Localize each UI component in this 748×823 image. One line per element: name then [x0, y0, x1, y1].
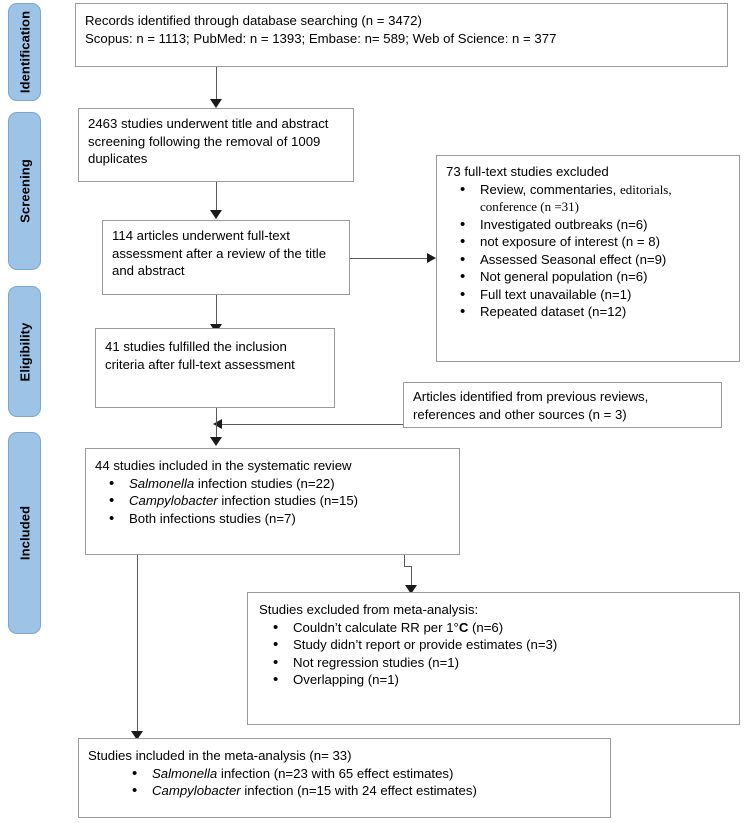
list-item: Not regression studies (n=1) — [259, 653, 731, 672]
phase-pill-screening: Screening — [8, 112, 41, 270]
box-inclusion-criteria: 41 studies fulfilled the inclusion crite… — [95, 328, 335, 408]
list-item: Review, commentaries, editorials, confer… — [446, 180, 731, 216]
systematic-review-heading: 44 studies included in the systematic re… — [95, 458, 352, 473]
salmonella-count: infection studies (n=22) — [194, 475, 335, 491]
meta-excluded-list: Couldn’t calculate RR per 1°C (n=6) Stud… — [259, 618, 731, 690]
list-item: Not general population (n=6) — [446, 267, 731, 286]
other-sources-text: Articles identified from previous review… — [413, 389, 649, 422]
systematic-review-list: Salmonella infection studies (n=22) Camp… — [95, 474, 451, 529]
list-item: Overlapping (n=1) — [259, 670, 731, 689]
campylobacter-meta-count: infection (n=15 with 24 effect estimates… — [240, 783, 477, 799]
connector-eligibility-to-included — [216, 408, 217, 439]
phase-label-included: Included — [17, 505, 32, 561]
meta-exclusion-not-regression: Not regression studies (n=1) — [293, 654, 460, 670]
exclusion-reason-outbreaks: Investigated outbreaks (n=6) — [480, 216, 648, 232]
box-title-abstract-screening: 2463 studies underwent title and abstrac… — [78, 108, 354, 182]
exclusion-reason-editorials: editorials, conference (n =31) — [480, 181, 672, 215]
box-fulltext-assessment: 114 articles underwent full-text assessm… — [102, 220, 350, 295]
organism-campylobacter-meta: Campylobacter — [152, 783, 241, 799]
meta-exclusion-rr: Couldn’t calculate RR per 1° — [293, 619, 459, 635]
organism-campylobacter: Campylobacter — [129, 493, 218, 509]
exclusion-reason-population: Not general population (n=6) — [480, 269, 648, 285]
arrowhead-records-to-screening — [210, 99, 222, 108]
phase-pill-identification: Identification — [8, 3, 41, 101]
title-abstract-screening-text: 2463 studies underwent title and abstrac… — [88, 116, 329, 167]
connector-screening-to-fulltext — [216, 182, 217, 211]
salmonella-meta-count: infection (n=23 with 65 effect estimates… — [217, 765, 454, 781]
box-meta-excluded: Studies excluded from meta-analysis: Cou… — [247, 592, 740, 725]
connector-included-to-meta-excluded-b — [404, 566, 412, 567]
fulltext-assessment-text: 114 articles underwent full-text assessm… — [112, 228, 327, 279]
arrowhead-included-to-meta-excluded — [405, 585, 417, 594]
connector-records-to-screening — [216, 67, 217, 100]
campylobacter-count: infection studies (n=15) — [217, 493, 359, 509]
list-item: Campylobacter infection (n=15 with 24 ef… — [88, 781, 602, 800]
box-other-sources: Articles identified from previous review… — [403, 382, 722, 428]
box-fulltext-excluded: 73 full-text studies excluded Review, co… — [436, 155, 740, 362]
meta-exclusion-no-estimates: Study didn’t report or provide estimates… — [293, 637, 558, 653]
list-item: Salmonella infection (n=23 with 65 effec… — [88, 764, 602, 783]
phase-pill-included: Included — [8, 432, 41, 634]
list-item: Assessed Seasonal effect (n=9) — [446, 250, 731, 269]
exclusion-reason-review: Review, commentaries, — [480, 181, 620, 197]
exclusion-reason-fulltext-unavailable: Full text unavailable (n=1) — [480, 286, 632, 302]
list-item: Investigated outbreaks (n=6) — [446, 215, 731, 234]
list-item: Salmonella infection studies (n=22) — [95, 474, 451, 493]
box-meta-included: Studies included in the meta-analysis (n… — [78, 738, 611, 818]
fulltext-excluded-heading: 73 full-text studies excluded — [446, 164, 609, 179]
connector-other-sources-to-merge — [221, 424, 404, 425]
exclusion-reason-exposure: not exposure of interest (n = 8) — [480, 234, 660, 250]
arrowhead-eligibility-to-included — [210, 437, 222, 446]
list-item: Campylobacter infection studies (n=15) — [95, 491, 451, 510]
list-item: Full text unavailable (n=1) — [446, 285, 731, 304]
fulltext-excluded-list: Review, commentaries, editorials, confer… — [446, 180, 731, 322]
records-identified-line2: Scopus: n = 1113; PubMed: n = 1393; Emba… — [85, 30, 557, 46]
phase-pill-eligibility: Eligibility — [8, 286, 41, 417]
list-item: Couldn’t calculate RR per 1°C (n=6) — [259, 618, 731, 637]
arrowhead-screening-to-fulltext — [210, 210, 222, 219]
connector-included-to-meta — [137, 555, 138, 732]
arrowhead-other-sources-to-merge — [213, 419, 222, 429]
box-systematic-review-included: 44 studies included in the systematic re… — [85, 448, 460, 555]
list-item: Repeated dataset (n=12) — [446, 302, 731, 321]
list-item: Study didn’t report or provide estimates… — [259, 635, 731, 654]
inclusion-criteria-text: 41 studies fulfilled the inclusion crite… — [105, 339, 295, 372]
arrowhead-fulltext-to-excluded — [427, 253, 436, 263]
organism-salmonella: Salmonella — [129, 475, 195, 491]
meta-exclusion-rr-count: (n=6) — [468, 619, 504, 635]
list-item: Both infections studies (n=7) — [95, 509, 451, 528]
connector-fulltext-to-eligibility — [216, 295, 217, 325]
phase-label-screening: Screening — [17, 159, 32, 223]
meta-included-heading: Studies included in the meta-analysis (n… — [88, 748, 352, 763]
organism-salmonella-meta: Salmonella — [152, 765, 218, 781]
both-infections-count: Both infections studies (n=7) — [129, 510, 296, 526]
phase-label-identification: Identification — [17, 10, 32, 94]
box-records-identified: Records identified through database sear… — [75, 3, 728, 67]
connector-fulltext-to-excluded — [350, 258, 428, 259]
records-identified-line1: Records identified through database sear… — [85, 13, 422, 28]
connector-included-to-meta-excluded-a — [404, 555, 405, 567]
connector-included-to-meta-excluded-c — [411, 566, 412, 587]
exclusion-reason-repeated-dataset: Repeated dataset (n=12) — [480, 304, 627, 320]
phase-label-eligibility: Eligibility — [17, 322, 32, 381]
meta-exclusion-overlapping: Overlapping (n=1) — [293, 672, 399, 688]
meta-excluded-heading: Studies excluded from meta-analysis: — [259, 602, 479, 617]
exclusion-reason-seasonal: Assessed Seasonal effect (n=9) — [480, 251, 667, 267]
meta-included-list: Salmonella infection (n=23 with 65 effec… — [88, 764, 602, 801]
arrowhead-included-to-meta — [131, 731, 143, 740]
degree-celsius-unit: C — [458, 619, 469, 635]
list-item: not exposure of interest (n = 8) — [446, 232, 731, 251]
